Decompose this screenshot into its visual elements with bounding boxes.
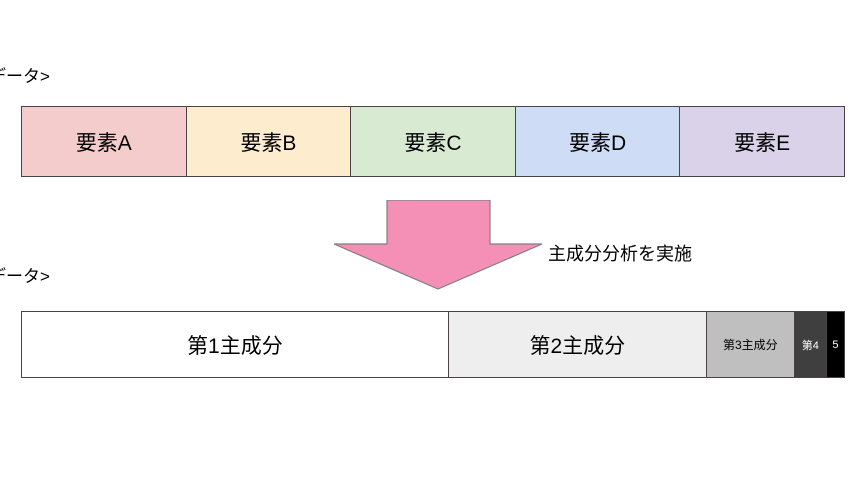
original-variables-bar-label-2: 要素B: [240, 131, 297, 155]
original-variables-bar-cell-3: 要素C: [350, 107, 515, 176]
original-variables-bar-label-5: 要素E: [734, 131, 791, 155]
principal-components-bar-cell-2: 第2主成分: [447, 312, 706, 377]
original-variables-bar-label-3: 要素C: [404, 131, 462, 155]
principal-components-bar-cell-4: 第4: [793, 312, 826, 377]
pca-transform-arrow: [333, 200, 543, 290]
principal-components-bar-cell-1: 第1主成分: [22, 312, 448, 377]
caption-transformed-data: 全データ>: [0, 267, 50, 286]
arrow-annotation-label: 主成分分析を実施: [548, 244, 692, 264]
caption-original-data: 全データ>: [0, 67, 50, 86]
original-variables-bar-cell-5: 要素E: [679, 107, 844, 176]
principal-components-bar: 第1主成分 第2主成分 第3主成分 第4 5: [21, 311, 845, 378]
principal-components-bar-label-2: 第2主成分: [529, 334, 626, 358]
principal-components-bar-label-5: 5: [832, 338, 839, 351]
original-variables-bar-cell-4: 要素D: [514, 107, 680, 176]
arrow-down-icon: [333, 200, 543, 290]
original-variables-bar: 要素A 要素B 要素C 要素D 要素E: [21, 106, 845, 177]
principal-components-bar-cell-5: 5: [825, 312, 844, 377]
original-variables-bar-label-1: 要素A: [75, 131, 132, 155]
original-variables-bar-label-4: 要素D: [568, 131, 627, 155]
original-variables-bar-cell-2: 要素B: [185, 107, 351, 176]
original-variables-bar-cell-1: 要素A: [22, 107, 186, 176]
principal-components-bar-cell-3: 第3主成分: [705, 312, 794, 377]
principal-components-bar-label-1: 第1主成分: [187, 334, 283, 358]
principal-components-bar-label-3: 第3主成分: [723, 338, 778, 352]
principal-components-bar-label-4: 第4: [801, 339, 819, 352]
